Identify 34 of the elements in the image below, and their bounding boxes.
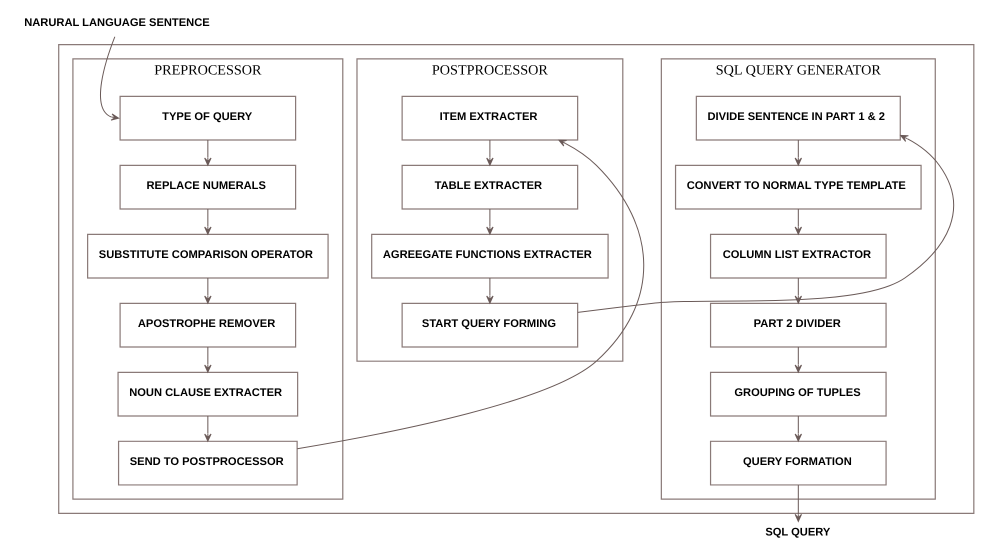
- arrow: [794, 485, 802, 522]
- node-box: SEND TO POSTPROCESSOR: [117, 440, 298, 486]
- arrow: [794, 140, 802, 166]
- arrow: [577, 134, 954, 313]
- arrow: [204, 140, 212, 166]
- arrow: [486, 209, 494, 235]
- node-text: NARURAL LANGUAGE SENTENCE: [24, 17, 210, 30]
- node-box: COLUMN LIST EXTRACTOR: [709, 234, 886, 279]
- node-box: REPLACE NUMERALS: [118, 164, 296, 210]
- arrow: [794, 416, 802, 442]
- node-box: NOUN CLAUSE EXTRACTER: [116, 372, 298, 417]
- node-box: START QUERY FORMING: [401, 302, 578, 348]
- node-box: CONVERT TO NORMAL TYPE TEMPLATE: [674, 164, 922, 210]
- arrow: [204, 347, 212, 373]
- arrow: [204, 278, 212, 304]
- node-text: SQL QUERY: [764, 526, 830, 538]
- arrow: [794, 347, 802, 373]
- arrow: [794, 209, 802, 235]
- arrow: [204, 209, 212, 235]
- node-box: TABLE EXTRACTER: [401, 164, 578, 210]
- node-box: ITEM EXTRACTER: [401, 96, 578, 141]
- arrow: [204, 416, 212, 442]
- node-box: QUERY FORMATION: [709, 440, 886, 486]
- node-box: PART 2 DIVIDER: [709, 302, 886, 348]
- node-box: SUBSTITUTE COMPARISON OPERATOR: [86, 234, 328, 279]
- node-box: GROUPING OF TUPLES: [709, 372, 886, 417]
- node-box: APOSTROPHE REMOVER: [118, 302, 296, 348]
- arrow: [100, 36, 119, 121]
- arrow: [296, 140, 644, 450]
- node-box: AGREEGATE FUNCTIONS EXTRACTER: [370, 234, 608, 279]
- arrow: [486, 278, 494, 304]
- arrow: [486, 140, 494, 166]
- node-box: TYPE OF QUERY: [118, 96, 296, 141]
- node-box: DIVIDE SENTENCE IN PART 1 & 2: [695, 96, 900, 141]
